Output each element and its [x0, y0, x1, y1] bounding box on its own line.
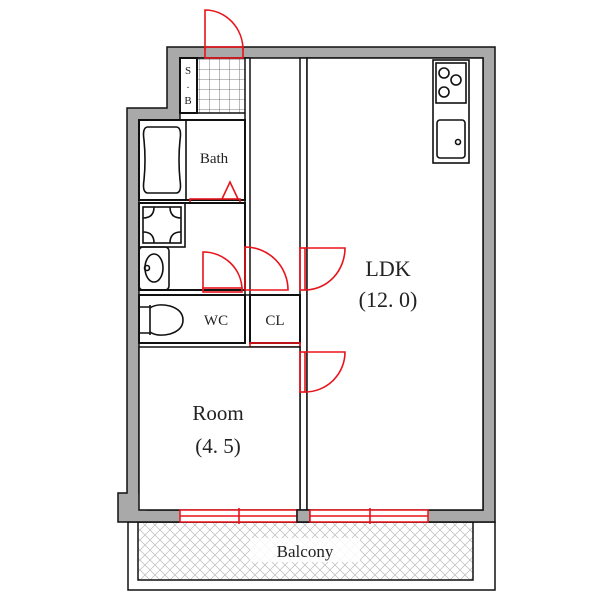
washing-machine-inner	[142, 206, 182, 244]
entrance-tile	[196, 57, 249, 114]
kitchen-counter	[432, 59, 470, 164]
shoe-box-label-mid: .	[187, 79, 190, 91]
ldk-size: (12. 0)	[359, 287, 418, 312]
corridor-door[interactable]	[244, 246, 289, 291]
wc-label: WC	[204, 313, 228, 329]
balcony: Balcony	[127, 521, 496, 591]
room-western	[138, 346, 301, 511]
washroom-door[interactable]	[202, 251, 243, 293]
wash-basin-icon	[138, 246, 170, 291]
shoe-box-label-bottom: B	[184, 95, 191, 107]
ldk-door-upper[interactable]	[299, 247, 346, 291]
ldk-door-lower[interactable]	[299, 351, 346, 393]
toilet-icon	[139, 304, 184, 336]
wc-room	[138, 294, 246, 344]
window-column	[296, 509, 311, 523]
kitchen-sink-icon	[436, 119, 466, 159]
faucet-icon	[143, 264, 151, 272]
washing-machine-drum	[142, 206, 182, 244]
room-size: (4. 5)	[195, 434, 241, 458]
bath-label: Bath	[200, 151, 229, 167]
bath-room	[138, 119, 246, 201]
bath-door-marker-icon	[221, 180, 239, 200]
ldk-window[interactable]	[309, 508, 429, 524]
stove-icon	[435, 62, 467, 104]
room-label: Room	[192, 401, 243, 425]
ldk-room	[306, 57, 484, 511]
room-window[interactable]	[179, 508, 298, 524]
balcony-label: Balcony	[277, 542, 334, 561]
ldk-label: LDK	[365, 256, 410, 281]
bathtub	[138, 119, 187, 201]
entrance-door[interactable]	[204, 9, 244, 59]
shoe-box-label-top: S	[185, 65, 191, 77]
ldk-wall-left	[299, 57, 308, 511]
bathtub-basin	[142, 126, 182, 194]
closet-label: CL	[265, 313, 284, 329]
